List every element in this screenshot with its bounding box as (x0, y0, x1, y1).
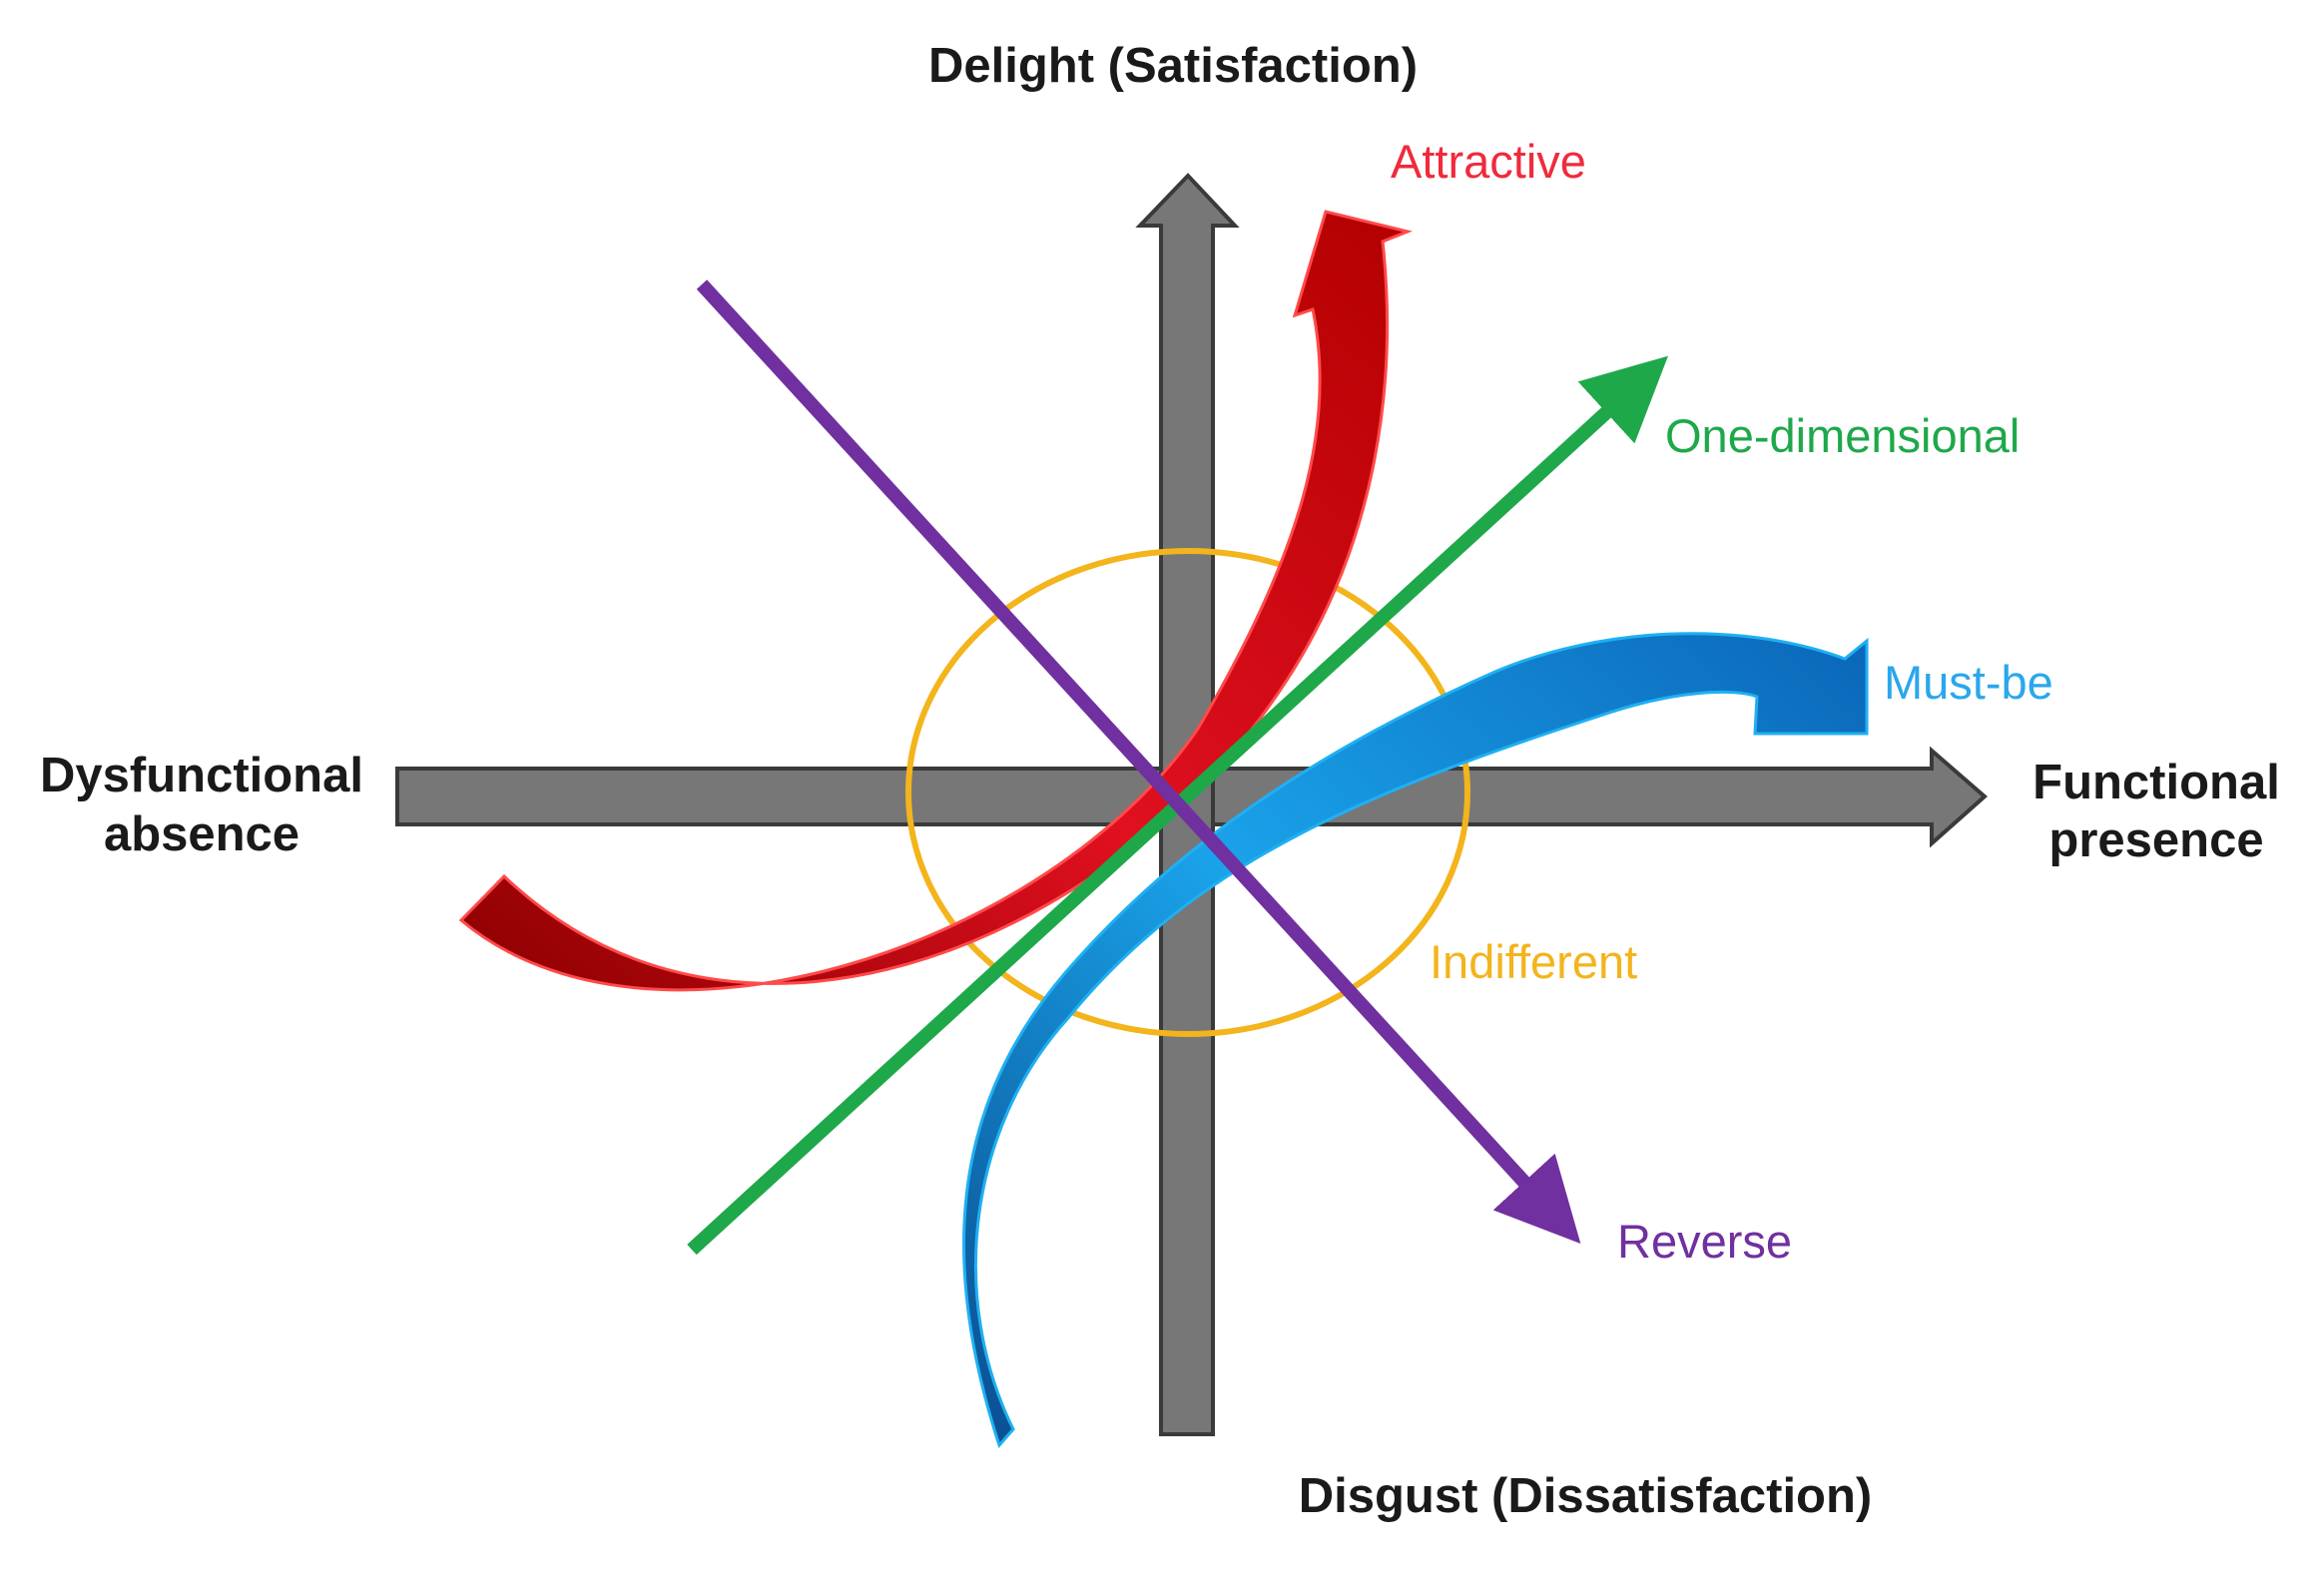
reverse-line (696, 279, 1581, 1244)
one-dimensional-label: One-dimensional (1665, 409, 2020, 462)
must-be-label: Must-be (1884, 656, 2053, 709)
reverse-label: Reverse (1617, 1215, 1792, 1268)
attractive-curve (458, 210, 1413, 992)
top-axis-label: Delight (Satisfaction) (928, 39, 1418, 93)
left-axis-label-line2: absence (104, 807, 299, 861)
indifferent-ellipse (905, 548, 1470, 1037)
indifferent-label: Indifferent (1430, 935, 1637, 988)
right-axis-label-line1: Functional (2033, 756, 2280, 809)
left-axis-label-line1: Dysfunctional (40, 749, 363, 802)
must-be-curve (961, 632, 1869, 1448)
one-dimensional-line (687, 355, 1668, 1256)
bottom-axis-label: Disgust (Dissatisfaction) (1299, 1469, 1872, 1523)
attractive-label: Attractive (1391, 135, 1586, 188)
right-axis-label-line2: presence (2048, 813, 2263, 867)
